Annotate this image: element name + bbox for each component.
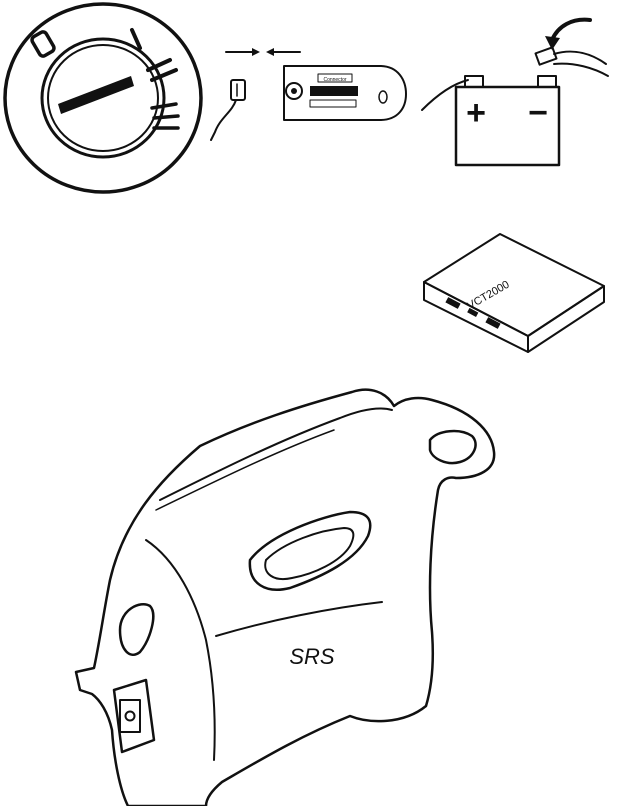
key-slot: [58, 76, 134, 114]
connector-plug: [210, 79, 246, 141]
control-unit: VCT2000: [423, 233, 605, 353]
negative-lead: [534, 46, 609, 77]
connector-tag: SRS Connector: [283, 65, 407, 121]
airbag-module: SRS: [74, 388, 496, 806]
connector-tag-line2: SRS: [328, 90, 340, 96]
control-unit-label: VCT2000: [465, 279, 511, 313]
airbag-module-label: SRS: [289, 644, 335, 669]
module-connector: [112, 678, 156, 754]
battery-negative-symbol: −: [528, 94, 548, 132]
connector-disconnect: SRS Connector: [210, 48, 407, 141]
curved-arrow-icon: [545, 17, 592, 50]
ignition-switch: [3, 2, 203, 194]
battery: + −: [421, 17, 609, 167]
position-II-mark: [146, 58, 178, 82]
position-I-mark: [130, 28, 142, 50]
position-0-mark: [30, 30, 56, 58]
connector-tag-line1: Connector: [323, 77, 346, 83]
arrow-left-icon: [266, 48, 301, 56]
position-III-mark: [150, 102, 180, 130]
arrow-right-icon: [225, 48, 260, 56]
battery-positive-symbol: +: [466, 94, 486, 132]
